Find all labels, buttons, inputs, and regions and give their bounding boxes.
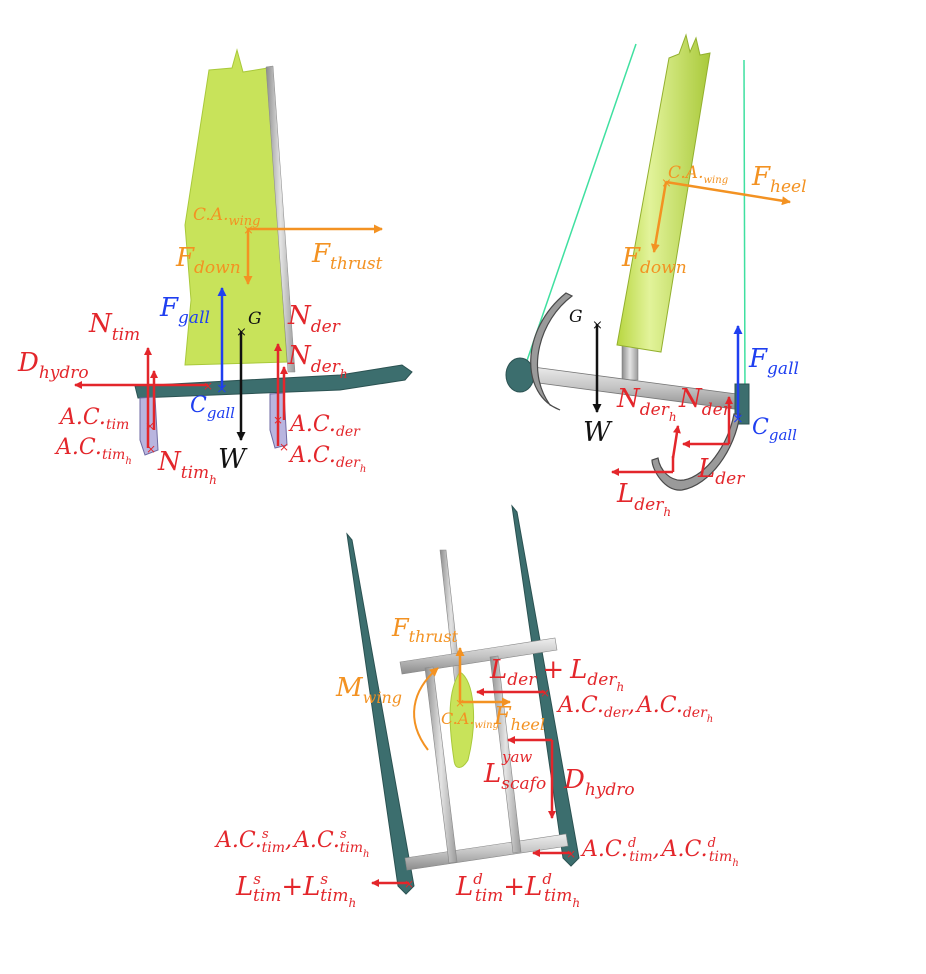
top-ca-wing-marker: × — [455, 696, 465, 710]
side-mast — [265, 65, 296, 373]
front-l-der-h-label: Lderh — [616, 479, 671, 519]
front-l-der-label: Lder — [697, 454, 745, 489]
front-view: × × × C.A.wing Fheel Fdown G Fgall Nderh… — [505, 33, 807, 519]
top-long-tube-right — [489, 655, 522, 854]
top-ac-der-pair-label: A.C.der,A.C.derh — [556, 693, 713, 725]
top-l-der-sum-label: Lder+Lderh — [489, 655, 624, 694]
front-f-heel-arrow — [665, 180, 791, 206]
front-c-gall-label: Cgall — [752, 415, 797, 444]
top-mast-tube — [439, 549, 463, 694]
side-ac-der-h-label: A.C.derh — [288, 443, 366, 475]
side-ac-tim-label: A.C.tim — [58, 405, 129, 433]
top-ac-tim-s-marker: × — [404, 877, 414, 891]
side-ac-tim-h-label: A.C.timh — [54, 435, 132, 467]
side-f-gall-label: Fgall — [159, 293, 210, 328]
side-ca-wing-marker: × — [243, 223, 254, 238]
top-left-hull — [346, 532, 415, 895]
front-f-heel-label: Fheel — [751, 162, 807, 197]
front-w-label: W — [583, 417, 613, 448]
top-right-hull — [511, 504, 580, 867]
front-n-der-h-arrow — [671, 425, 681, 459]
top-ca-wing-label: C.A.wing — [441, 709, 499, 731]
side-ca-wing-label: C.A.wing — [193, 205, 260, 229]
side-d-hydro-marker: × — [203, 379, 213, 393]
front-f-down-label: Fdown — [621, 243, 687, 278]
top-l-scafo-sup-label: yaw — [501, 748, 532, 766]
side-view: × × × × × × × × C.A.wing Fdown Fthrust F… — [17, 48, 413, 487]
top-front-crossbeam — [399, 637, 558, 675]
side-w-label: W — [218, 444, 248, 475]
top-f-thrust-label: Fthrust — [391, 614, 459, 646]
side-n-der-label: Nder — [287, 301, 341, 337]
top-l-scafo-label: Lscafo — [483, 759, 546, 794]
side-f-down-label: Fdown — [175, 243, 241, 278]
front-ca-wing-marker: × — [661, 176, 672, 191]
top-long-tube-left — [424, 666, 458, 864]
front-f-gall-label: Fgall — [748, 344, 799, 379]
top-view: × × × × Fthrust Mwing Lder+Lderh A.C.der… — [214, 504, 739, 910]
side-ac-der-marker: × — [273, 413, 283, 427]
front-left-foil — [530, 292, 574, 411]
top-f-heel-label: Fheel — [493, 702, 545, 734]
front-shroud-left — [520, 43, 637, 379]
side-d-hydro-label: Dhydro — [17, 348, 89, 383]
top-m-wing-arc — [413, 667, 439, 751]
front-ca-wing-label: C.A.wing — [668, 163, 728, 186]
front-hull-end — [505, 357, 535, 393]
side-n-tim-h-label: Ntimh — [157, 447, 217, 487]
front-g-label: G — [569, 307, 583, 327]
side-g-label: G — [248, 309, 262, 329]
side-g-marker: × — [236, 325, 247, 340]
side-n-tim-label: Ntim — [88, 309, 140, 345]
side-f-thrust-label: Fthrust — [311, 239, 383, 274]
top-ac-tim-d-marker: × — [566, 847, 576, 861]
side-c-gall-label: Cgall — [190, 393, 235, 422]
side-ac-tim-h-marker: × — [146, 442, 156, 456]
front-f-down-arrow — [650, 181, 668, 253]
front-n-der-label: Nder — [678, 384, 732, 420]
front-g-marker: × — [592, 318, 603, 333]
top-d-hydro-label: Dhydro — [563, 765, 635, 800]
side-ac-tim-marker: × — [145, 419, 155, 433]
side-ac-der-label: A.C.der — [288, 412, 361, 440]
front-n-der-h-label: Nderh — [616, 384, 677, 424]
top-m-wing-label: Mwing — [335, 673, 402, 707]
front-c-gall-marker: × — [732, 411, 744, 427]
front-shroud-right — [743, 59, 746, 401]
side-ac-der-h-marker: × — [279, 440, 289, 454]
top-ac-der-marker: × — [540, 686, 550, 700]
side-c-gall-marker: × — [216, 381, 228, 397]
front-right-foil — [651, 413, 741, 491]
side-hull — [134, 364, 413, 399]
side-n-der-h-label: Nderh — [287, 341, 348, 381]
